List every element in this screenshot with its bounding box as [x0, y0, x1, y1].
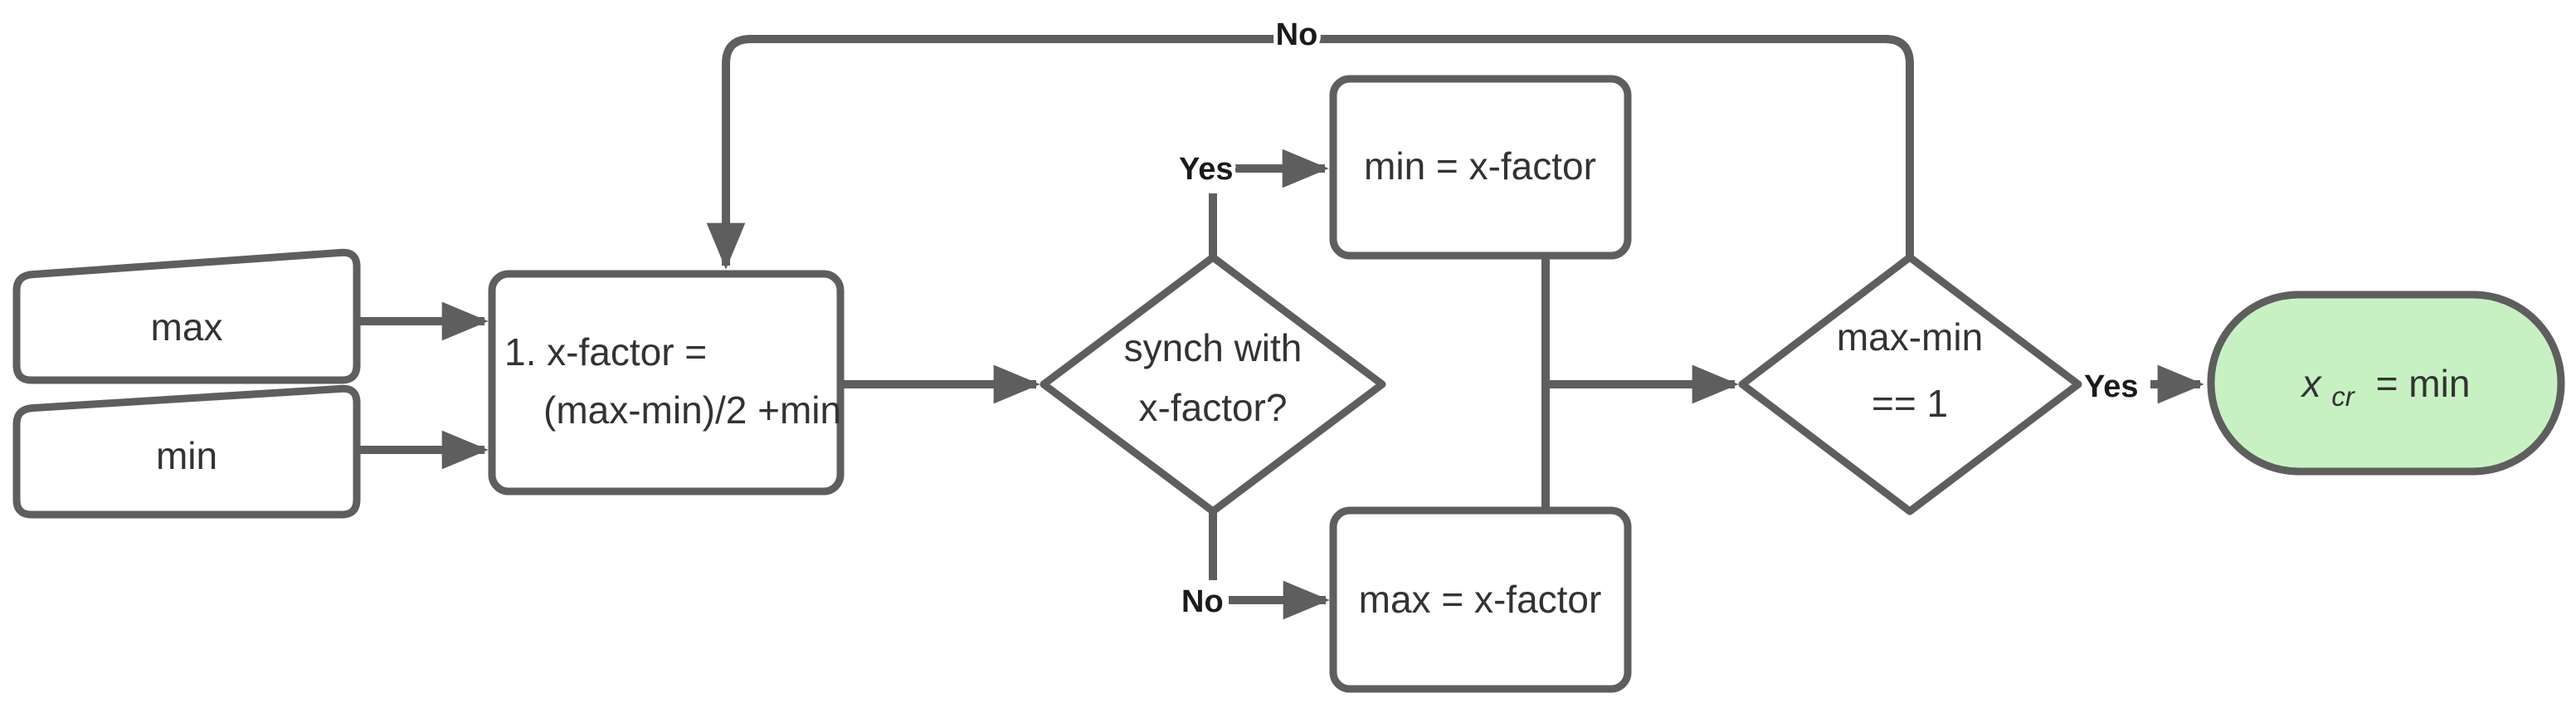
terminal-subscript: cr: [2331, 381, 2356, 412]
process-xfactor-line2: (max-min)/2 +min: [543, 388, 841, 432]
synch-no-label: No: [1181, 584, 1224, 619]
assign-max-label: max = x-factor: [1359, 578, 1602, 621]
decision-synch-diamond: [1040, 253, 1386, 515]
shape-group: [12, 75, 2565, 693]
edge-no-loop: [706, 35, 1914, 270]
terminal-equals: = min: [2376, 362, 2471, 405]
connector-group: [357, 35, 2204, 620]
terminal-variable: x: [2301, 362, 2323, 405]
decision-synch-line2: x-factor?: [1139, 386, 1288, 429]
decision-diff-diamond: [1738, 253, 2082, 515]
input-min-label: min: [156, 434, 217, 477]
node-text-group: max min 1. x-factor = (max-min)/2 +min s…: [151, 144, 2471, 621]
synch-yes-label: Yes: [1179, 152, 1234, 187]
input-max-label: max: [151, 305, 223, 349]
process-xfactor-box: [488, 270, 845, 496]
decision-synch-line1: synch with: [1124, 326, 1303, 369]
terminal-result-pill: [2207, 291, 2565, 476]
assign-min-box: [1329, 75, 1632, 260]
assign-max-box: [1329, 506, 1632, 693]
input-min-card: [12, 384, 361, 519]
assign-min-label: min = x-factor: [1364, 144, 1596, 188]
edge-label-group: No Yes No Yes: [1175, 13, 2143, 623]
terminal-result-label: x cr = min: [2301, 362, 2471, 414]
decision-diff-line1: max-min: [1837, 315, 1983, 359]
input-max-card: [12, 248, 361, 384]
decision-diff-line2: == 1: [1872, 382, 1948, 425]
diff-yes-label: Yes: [2084, 369, 2139, 404]
loop-no-label: No: [1276, 17, 1318, 52]
process-xfactor-line1: 1. x-factor =: [504, 330, 707, 374]
